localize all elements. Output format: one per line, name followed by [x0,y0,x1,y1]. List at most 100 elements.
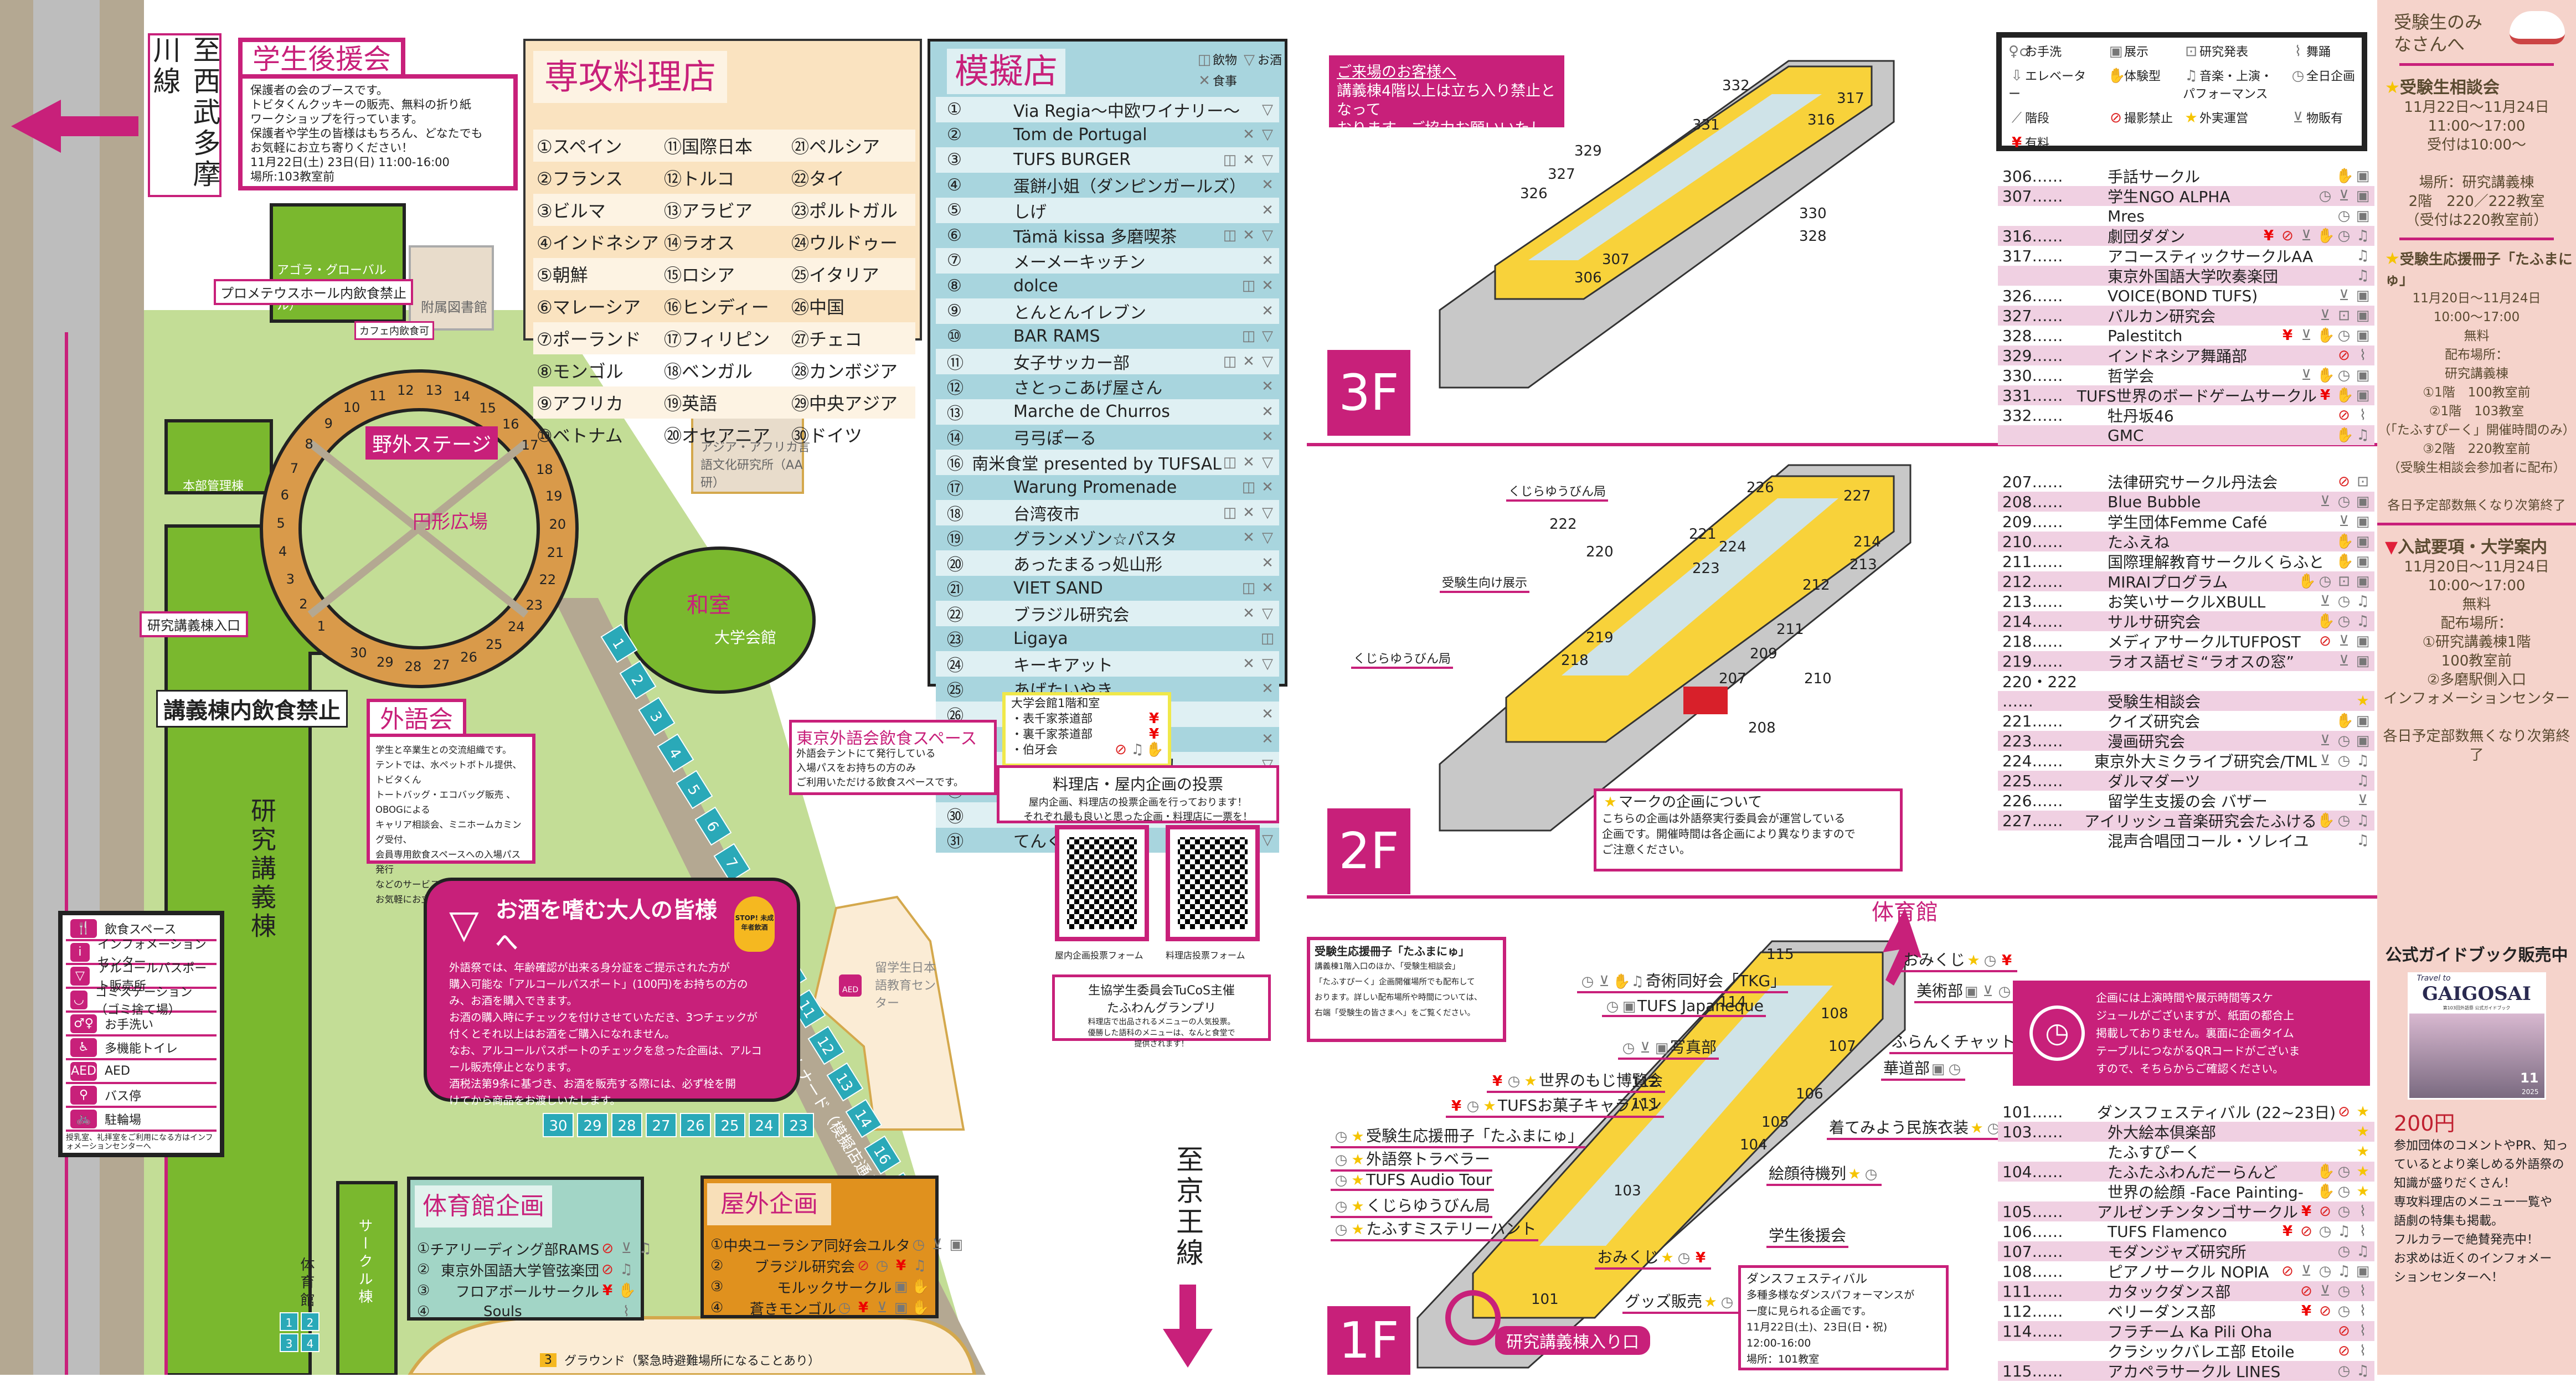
plaza-stall: 7 [290,461,299,477]
room-number: 326 [1520,185,1548,202]
sidebar-line: 2階 220／222教室 [2408,193,2545,210]
list-item: 329……インドネシア舞踊部⊘⌇ [1998,346,2374,365]
star-icon: ★ [1661,1250,1674,1266]
consult-title: 受験生相談会 [2399,78,2500,97]
univ-hall-label: 大学会館 [714,628,777,647]
floor2-corridor [1562,498,1838,675]
item-number: ④ [947,175,962,195]
item-name: グランメゾン☆パスタ [1013,530,1177,550]
clock-icon: ◷ [1335,1128,1348,1145]
sidebar-line: 100教室前 [2441,653,2512,669]
cart-icon: ⊻ [2357,792,2368,809]
item-name: VOICE(BOND TUFS) [2108,286,2258,305]
legend-item: ♂♀お手洗い [66,1013,217,1036]
restaurant-item: ②フランス [537,168,624,189]
drink-icon: ◫ [1223,151,1237,168]
cover-year: 2025 [2521,1088,2539,1096]
item-icons: ⊘⌇ [2336,1323,2374,1339]
sidebar-line: 専攻料理店のメニュー一覧や [2394,1195,2553,1209]
hq-building [164,419,273,494]
outdoor-events-title: 屋外企画 [707,1183,831,1225]
legend-note: 授乳室、礼拝室をご利用になる方はインフォメーションセンターへ [66,1133,213,1151]
vote-line: 屋内企画、料理店の投票企画を行っております！ [1028,797,1248,808]
alcohol-passport-icon: ▽ [70,966,90,986]
item-number: ⑯ [947,454,964,474]
alcohol-icon: ▽ [1262,453,1273,471]
item-name: アルゼンチンタンゴサークル [2096,1203,2298,1221]
hand-icon: ✋ [618,1282,636,1299]
hand-icon: ✋ [2317,613,2335,630]
restaurant-item: ⑪国際日本 [661,130,788,162]
clock-icon: ◷ [2029,1005,2085,1061]
sidebar-line: 11月20日～11月24日 [2412,291,2541,306]
star-icon: ★ [1351,1221,1364,1238]
legend-label: 駐輪場 [105,1113,142,1127]
schedule-line: 企画には上演時間や展示時間等スケ [2096,991,2273,1004]
item-number: 327…… [2002,306,2063,325]
legend-label: 研究発表 [2199,45,2249,59]
item-name: たふすぴーく [2108,1143,2201,1162]
outdoor-stage-label: 野外ステージ [365,426,498,460]
aa-lab-label: アジア・アフリカ言語文化研究所（AA研） [700,441,811,490]
list-item: 306……手話サークル✋▣ [1998,166,2374,187]
item-number: 226…… [2002,791,2063,810]
sidebar-line [2377,477,2576,496]
food-icon: ✕ [1243,655,1255,672]
clock-icon: ◷ [2337,367,2351,384]
nophoto-icon: ⊘ [2110,110,2122,126]
koenkai-box: 保護者の会のブースです。 トビタくんクッキーの販売、無料の折り紙 ワークショップ… [238,74,518,190]
item-name: 法律研究サークル丹法会 [2108,473,2278,492]
schedule-notice: ◷ 企画には上演時間や展示時間等スケ ジュールがございますが、紙面の都合上 掲載… [2013,981,2370,1086]
alcohol-title: お酒を嗜む大人の皆様へ [495,898,717,955]
arrow-to-keio [1163,1285,1213,1368]
list-item: 207……法律研究サークル丹法会⊘⊡ [1998,472,2374,492]
restaurant-vote-qr[interactable] [1166,825,1260,941]
star-icon: ★ [2385,249,2400,269]
legend-label: バス停 [105,1089,142,1103]
schedule-line: 掲載しておりません。裏面に企画タイム [2096,1027,2294,1040]
gaigokai-line: 会員専用飲食スペースへの入場パス発行 [375,849,521,875]
item-name: Ligaya [1013,628,1068,648]
clock-icon: ◷ [838,1300,851,1316]
restroom-icon: ♀♂ [2008,43,2032,60]
item-number: 306…… [2002,167,2063,185]
gym-stall: 2 [301,1312,320,1331]
item-icons: ◷⊻▣ [910,1236,968,1253]
music-icon: ♫ [2356,267,2369,284]
clock-icon: ◷ [2337,1363,2351,1379]
list-item: たふすぴーく★ [1998,1142,2374,1162]
item-number: 209…… [2002,512,2063,531]
indoor-vote-qr[interactable] [1055,825,1149,941]
star-icon: ★ [1604,794,1617,811]
star-icon: ★ [2385,78,2400,97]
item-name: 女子サッカー部 [1013,353,1130,373]
plaza-stall: 16 [502,416,519,432]
plaza-stall: 30 [349,644,367,661]
room-number: 331 [1692,117,1720,133]
bottom-stall: 29 [577,1113,608,1137]
hand-icon: ✋ [2317,812,2335,829]
room-number: 317 [1837,90,1864,107]
room-number: 209 [1750,646,1778,662]
hand-icon: ✋ [2336,168,2354,184]
legend-label: アルコールパスポート販売所 [97,961,207,993]
alcohol-icon: ▽ [1262,605,1273,622]
restaurant-item: ⑫トルコ [664,168,735,189]
item-number: 227…… [2002,811,2063,830]
booklet-line: 講義棟1階入口のほか、「受験生相談会」 [1315,962,1460,971]
vote-line: それぞれ最も良いと思った企画・料理店に一票を！ [1023,811,1253,823]
item-number: 307…… [2002,187,2063,205]
item-number: ㉒ [947,605,964,625]
list-item: GMC✋♫ [1998,425,2374,445]
item-icons: ✕ [1259,378,1279,395]
item-name: アイリッシュ音楽研究会たふける [2084,812,2317,831]
nophoto-icon: ⊘ [2319,1203,2331,1220]
hand-icon: ✋ [911,1300,930,1316]
floor1-callout: おみくじ★◷¥ [1901,948,2018,972]
plaza-stall: 5 [276,515,285,532]
